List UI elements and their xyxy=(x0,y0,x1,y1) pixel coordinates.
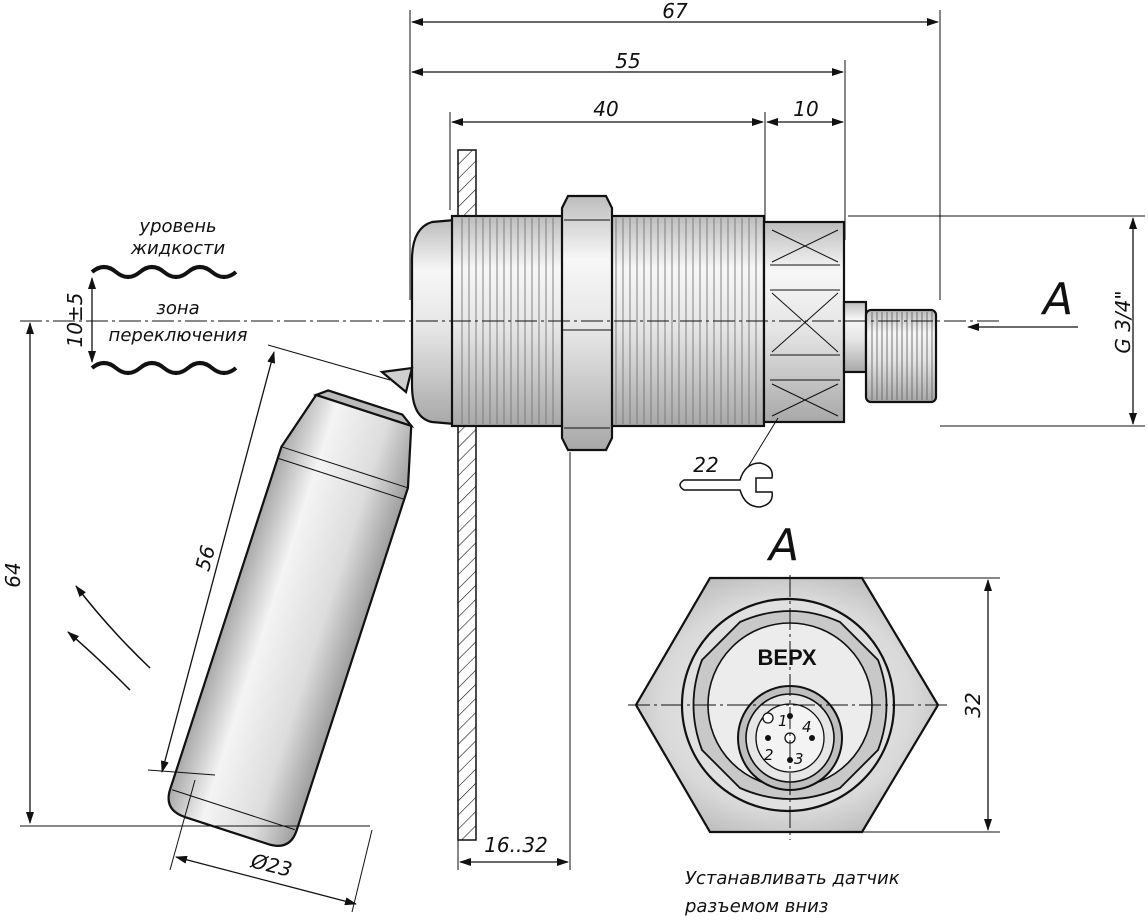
top-marking: ВЕРХ xyxy=(757,645,816,670)
liquid-level-marks: уровень жидкости зона переключения 10±5 xyxy=(63,216,248,375)
label-liquid-level-2: жидкости xyxy=(130,238,226,259)
pin-2: 2 xyxy=(764,746,774,764)
view-arrow-label: A xyxy=(1040,274,1073,325)
dim-overall-length: 67 xyxy=(662,0,688,23)
install-note: Устанавливать датчик разъемом вниз xyxy=(684,868,900,917)
dim-thread-length: 40 xyxy=(593,97,618,121)
dim-wrench-size: 22 xyxy=(693,453,718,477)
install-note-line2: разъемом вниз xyxy=(684,896,828,917)
view-title: A xyxy=(766,520,799,571)
dim-64-group: 64 xyxy=(1,322,370,827)
dim-hex-length: 10 xyxy=(793,97,818,121)
rotation-arrows xyxy=(67,585,151,691)
sensor-body xyxy=(410,194,938,452)
label-liquid-level-1: уровень xyxy=(138,216,216,237)
label-switch-zone-2: переключения xyxy=(109,325,248,346)
dim-float-offset: 64 xyxy=(1,562,25,587)
dim-wall-thickness: 16..32 xyxy=(484,833,548,857)
dim-float-diameter: Ø23 xyxy=(248,848,295,881)
top-dimensions: 67 55 40 10 xyxy=(409,0,941,300)
label-switch-zone-1: зона xyxy=(156,298,199,319)
dim-body-length: 55 xyxy=(615,49,640,73)
dim-wall-group: 16..32 xyxy=(457,452,571,870)
dim-hex-across-flats: 32 xyxy=(961,692,985,717)
install-note-line1: Устанавливать датчик xyxy=(685,868,900,889)
pin-4: 4 xyxy=(802,718,812,736)
connector-thread-lines xyxy=(871,312,933,400)
float xyxy=(167,366,415,847)
view-arrow: A xyxy=(967,274,1078,331)
pin-1: 1 xyxy=(778,712,788,730)
wrench-symbol: 22 xyxy=(679,417,779,508)
dim-thread-size: G 3/4" xyxy=(1111,290,1135,353)
end-view: A ВЕРХ 1 2 3 4 32 xyxy=(628,520,1000,840)
dim-switch-zone: 10±5 xyxy=(63,293,87,348)
dim-56-group: 56 xyxy=(147,344,391,776)
dim-thread-group: G 3/4" xyxy=(848,215,1145,427)
pin-3: 3 xyxy=(794,750,804,768)
